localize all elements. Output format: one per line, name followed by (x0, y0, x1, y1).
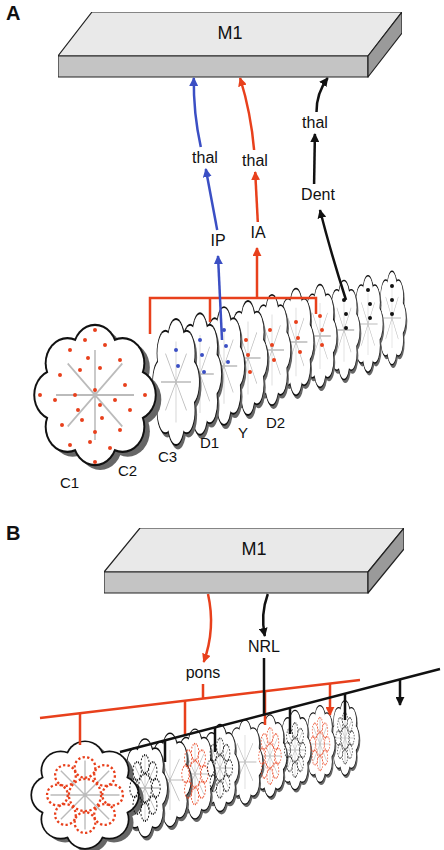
cortex-slab: M1 (58, 12, 402, 78)
slab-face (368, 528, 404, 593)
slab-face (58, 56, 368, 77)
projection-arrow (255, 172, 258, 222)
zone-name: D2 (266, 414, 285, 431)
projection-arrow (316, 78, 327, 112)
projection-arrow (263, 594, 268, 636)
slab-outline (104, 528, 404, 594)
red-zone-dots (40, 316, 322, 462)
black-zone-dots (344, 286, 392, 328)
nucleus-name: Dent (301, 186, 335, 204)
area-name: M1 (104, 539, 404, 560)
zone-name: Y (238, 424, 248, 441)
nucleus-label-node: thal (186, 147, 224, 169)
projection-arrow (206, 169, 217, 230)
projection-arrow (313, 134, 316, 184)
nucleus-name: IP (210, 232, 225, 250)
nucleus-name: IA (250, 224, 265, 242)
black-fibre (120, 658, 440, 752)
black-fibre-arrows (165, 679, 400, 762)
slab-face (104, 572, 368, 593)
blue-zone-dots (176, 330, 228, 372)
nucleus-label-node: Dent (298, 184, 338, 206)
nucleus-label-node: IA (246, 222, 270, 244)
zone-name: C3 (158, 448, 177, 465)
zone-name: D1 (200, 434, 219, 451)
projection-arrow (194, 78, 201, 147)
red-mossy-arrows (80, 683, 330, 745)
nucleus-name: NRL (248, 638, 280, 656)
projection-arrow (204, 594, 211, 662)
cortex-slab: M1 (104, 528, 404, 594)
nucleus-name: pons (186, 664, 221, 682)
projection-arrow (240, 78, 254, 150)
red-mossy-fibre (40, 680, 360, 718)
panel-letter: A (6, 2, 20, 25)
red-bracket (150, 298, 316, 334)
panel-letter: B (6, 522, 20, 545)
zone-name: C2 (118, 462, 137, 479)
nucleus-label-node: IP (206, 230, 230, 252)
red-output-arrow (256, 248, 259, 298)
black-output-arrow (320, 210, 346, 300)
nucleus-label-node: NRL (244, 636, 284, 658)
nucleus-label-node: thal (236, 150, 274, 172)
nucleus-label-node: thal (296, 112, 334, 134)
nucleus-label-node: pons (182, 662, 224, 684)
nucleus-name: thal (302, 114, 328, 132)
slab-face (58, 12, 402, 56)
blue-output-arrow (218, 256, 222, 340)
slab-face (104, 528, 404, 572)
area-name: M1 (58, 23, 402, 44)
nucleus-name: thal (192, 149, 218, 167)
slab-outline (58, 12, 402, 78)
zone-name: C1 (60, 474, 79, 491)
nucleus-name: thal (242, 152, 268, 170)
slab-face (368, 12, 402, 77)
